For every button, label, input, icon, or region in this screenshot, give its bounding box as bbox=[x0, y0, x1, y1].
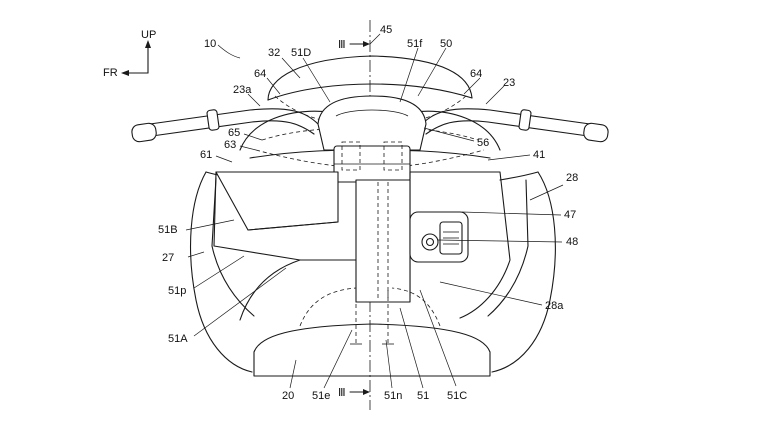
callout-45: 45 bbox=[380, 24, 392, 36]
callout-23a: 23a bbox=[233, 84, 252, 96]
callout-51B: 51B bbox=[158, 224, 178, 236]
callout-64-left: 64 bbox=[254, 68, 266, 80]
callout-41: 41 bbox=[533, 149, 545, 161]
callout-65: 65 bbox=[228, 127, 240, 139]
section-mark-top: Ⅲ bbox=[338, 39, 346, 51]
seat bbox=[253, 287, 491, 377]
up-label: UP bbox=[141, 29, 156, 41]
callout-63: 63 bbox=[224, 139, 236, 151]
callout-23: 23 bbox=[503, 77, 515, 89]
leader-lines bbox=[185, 33, 564, 389]
section-mark-bottom: Ⅲ bbox=[338, 387, 346, 399]
callout-50: 50 bbox=[440, 38, 452, 50]
right-body-panel bbox=[487, 171, 556, 373]
callout-56: 56 bbox=[477, 137, 489, 149]
callout-20: 20 bbox=[282, 390, 294, 402]
callout-51n: 51n bbox=[384, 390, 402, 402]
callout-64-right: 64 bbox=[470, 68, 482, 80]
callout-51p: 51p bbox=[168, 285, 186, 297]
callout-10: 10 bbox=[204, 38, 216, 50]
callout-32: 32 bbox=[268, 47, 280, 59]
callout-28: 28 bbox=[566, 172, 578, 184]
callout-51D: 51D bbox=[291, 47, 311, 59]
handlebar bbox=[131, 108, 609, 143]
callout-51A: 51A bbox=[168, 333, 188, 345]
callout-28a: 28a bbox=[545, 300, 564, 312]
callout-51: 51 bbox=[417, 390, 429, 402]
callout-labels: 10 45 32 51D 51f 50 64 64 23 23a 65 63 6… bbox=[158, 24, 578, 402]
callout-47: 47 bbox=[564, 209, 576, 221]
switch-unit bbox=[409, 211, 469, 263]
inner-front-cover bbox=[213, 171, 511, 321]
fr-label: FR bbox=[103, 67, 118, 79]
callout-51e: 51e bbox=[312, 390, 330, 402]
direction-indicator: UP FR bbox=[103, 29, 156, 79]
callout-61: 61 bbox=[200, 149, 212, 161]
callout-51f: 51f bbox=[407, 38, 423, 50]
callout-51C: 51C bbox=[447, 390, 467, 402]
steering-head bbox=[317, 95, 427, 183]
callout-48: 48 bbox=[566, 236, 578, 248]
callout-27: 27 bbox=[162, 252, 174, 264]
